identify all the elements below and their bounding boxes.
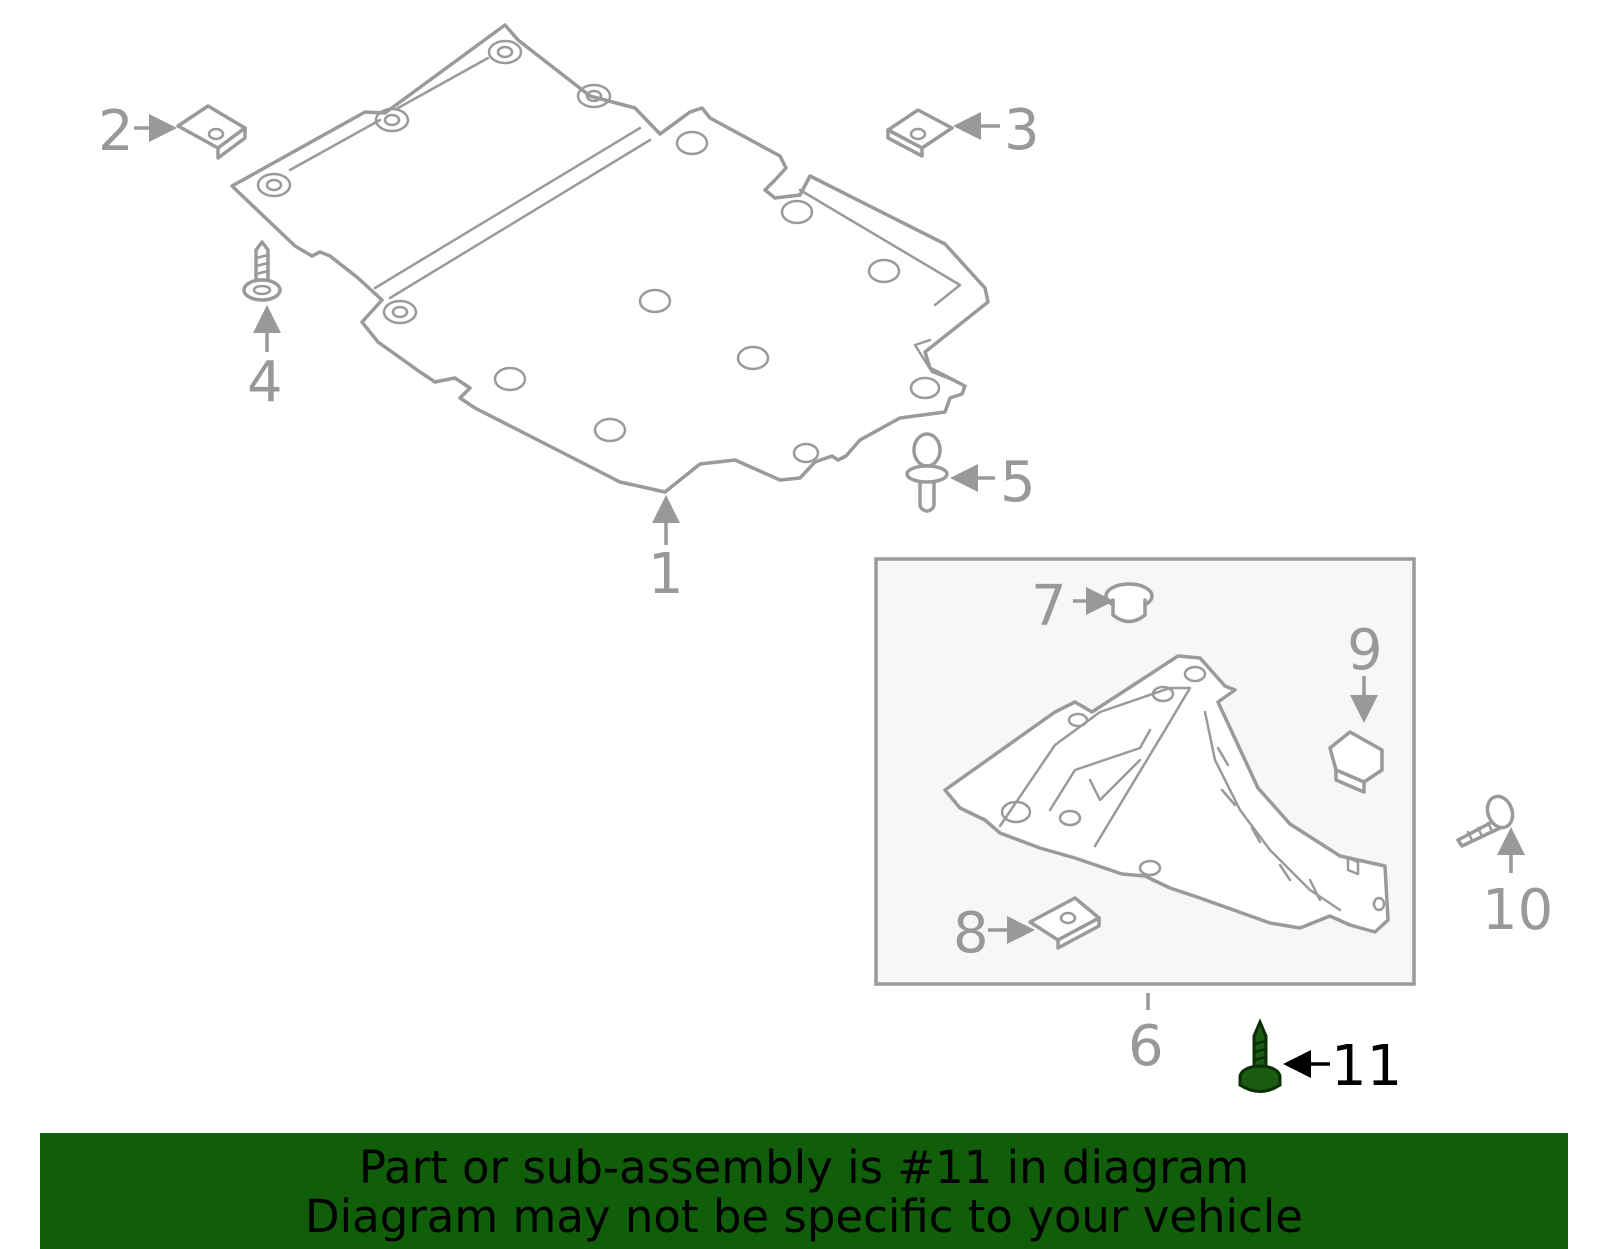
callout-5: 5 <box>1000 450 1036 515</box>
callout-7: 7 <box>1031 574 1067 639</box>
banner-line-1: Part or sub-assembly is #11 in diagram <box>358 1141 1250 1194</box>
info-banner: Part or sub-assembly is #11 in diagram D… <box>40 1133 1568 1249</box>
clip-nut-part-8[interactable] <box>1028 896 1101 950</box>
callout-3: 3 <box>1004 98 1040 163</box>
callout-2: 2 <box>98 99 134 164</box>
bolt-part-4[interactable] <box>242 240 282 302</box>
callout-11: 11 <box>1331 1034 1402 1099</box>
callout-8: 8 <box>953 901 989 966</box>
callout-6: 6 <box>1128 1014 1164 1079</box>
under-cover-part-1[interactable] <box>230 23 990 494</box>
banner-line-2: Diagram may not be specific to your vehi… <box>305 1190 1303 1243</box>
retainer-part-9[interactable] <box>1328 730 1384 794</box>
callout-9: 9 <box>1347 618 1383 683</box>
push-clip-part-5[interactable] <box>905 432 949 513</box>
callout-10: 10 <box>1482 878 1553 943</box>
screw-part-10[interactable] <box>1456 793 1517 848</box>
bolt-part-11-highlighted[interactable] <box>1238 1018 1282 1093</box>
callout-4: 4 <box>247 350 283 415</box>
clip-nut-part-3[interactable] <box>886 108 954 158</box>
callout-1: 1 <box>648 542 684 607</box>
side-cover-part-6[interactable] <box>943 654 1390 934</box>
grommet-part-7[interactable] <box>1104 582 1154 624</box>
clip-nut-part-2[interactable] <box>176 104 247 160</box>
leader-arrows <box>134 112 1525 1078</box>
